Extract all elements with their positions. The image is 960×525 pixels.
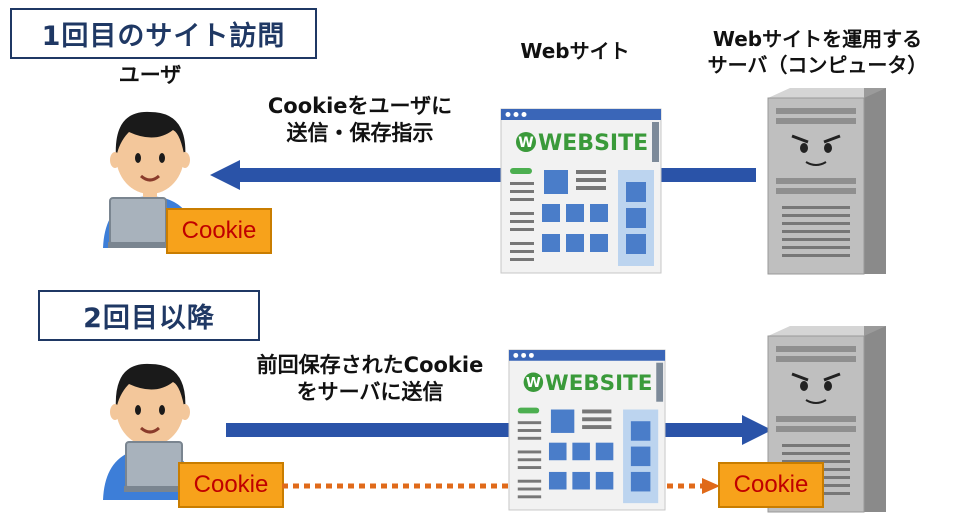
cookie-badge-server: Cookie: [718, 462, 824, 508]
svg-text:W: W: [518, 135, 533, 151]
website-logo-text: WEBSITE: [538, 131, 648, 156]
website-logo-text: WEBSITE: [545, 371, 652, 396]
arrow2-label: 前回保存されたCookie をサーバに送信: [256, 353, 484, 405]
cookie-badge-user2: Cookie: [178, 462, 284, 508]
arrow1-label: Cookieをユーザに 送信・保存指示: [267, 94, 453, 146]
server-label: Webサイトを運用する サーバ（コンピュータ）: [707, 27, 928, 77]
laptop-icon: [108, 197, 168, 248]
laptop-icon: [124, 441, 184, 492]
section2-title: 2回目以降: [38, 290, 260, 341]
website-illustration: W WEBSITE: [508, 349, 666, 511]
cookie-badge-user1: Cookie: [166, 208, 272, 254]
section1-title: 1回目のサイト訪問: [10, 8, 317, 59]
website-label: Webサイト: [520, 39, 630, 63]
website-illustration: W WEBSITE: [500, 108, 662, 274]
user-label: ユーザ: [118, 63, 182, 87]
send-arrow-right: [226, 415, 772, 445]
cookie-transfer-arrow: [282, 478, 720, 494]
server-illustration: [767, 88, 886, 275]
send-arrow-left: [210, 160, 756, 190]
svg-text:W: W: [526, 375, 541, 391]
